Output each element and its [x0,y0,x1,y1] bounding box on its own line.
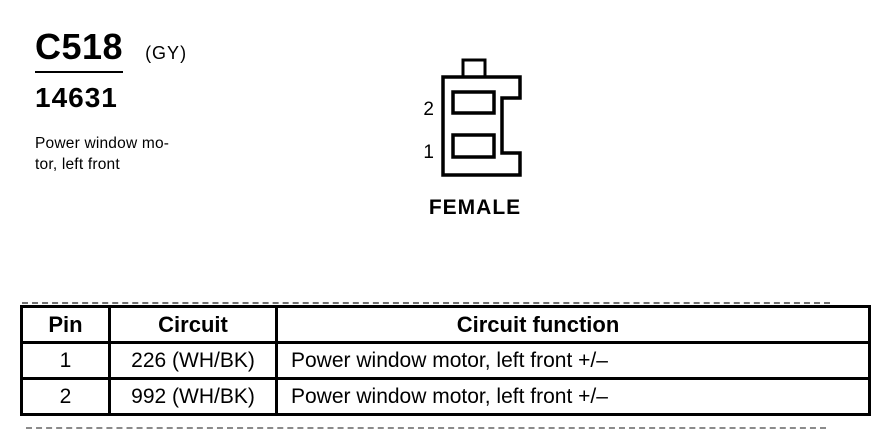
part-number: 14631 [35,82,118,113]
table-row: 1 226 (WH/BK) Power window motor, left f… [20,341,871,380]
pin-cell: 2 [20,377,111,416]
circuit-function-cell: Power window motor, left front +/– [275,341,871,380]
circuit-cell: 992 (WH/BK) [108,377,278,416]
circuit-function-column-header: Circuit function [275,305,871,344]
pin-slot-1 [451,133,496,159]
pinout-table: Pin Circuit Circuit function 1 226 (WH/B… [20,305,871,416]
connector-tab [461,58,487,79]
connector-color-code: (GY) [145,43,188,63]
connector-figure: 2 1 FEMALE [405,48,545,220]
table-header-row: Pin Circuit Circuit function [20,305,871,344]
connector-diagram: 2 1 [423,58,522,177]
pin-label-1: 1 [423,142,434,163]
pin-label-2: 2 [423,99,434,120]
connector-description: Power window mo- tor, left front [35,134,169,175]
pin-slot-2 [451,90,496,115]
circuit-function-cell: Power window motor, left front +/– [275,377,871,416]
scan-artifact [26,427,826,429]
connector-gender-label: FEMALE [428,196,522,219]
scan-artifact [22,302,830,304]
table-row: 2 992 (WH/BK) Power window motor, left f… [20,377,871,416]
circuit-column-header: Circuit [108,305,278,344]
connector-id: C518 [35,28,124,73]
description-line: Power window mo- [35,135,170,152]
pin-column-header: Pin [20,305,111,344]
connector-header: C518 (GY) [35,28,187,73]
circuit-cell: 226 (WH/BK) [108,341,278,380]
pin-cell: 1 [20,341,111,380]
description-line: tor, left front [35,155,120,173]
